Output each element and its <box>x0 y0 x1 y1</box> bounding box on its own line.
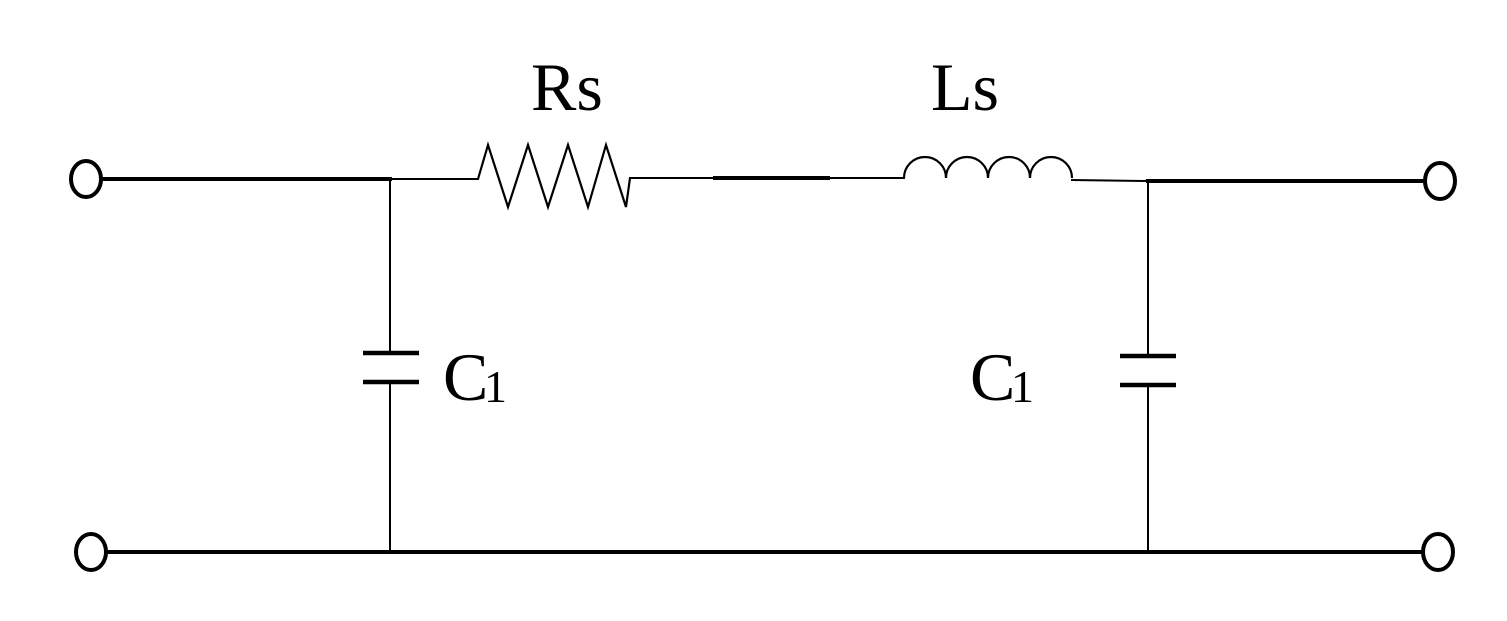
label-ls: Ls <box>931 49 999 125</box>
terminal-top-right <box>1423 161 1457 201</box>
capacitor-left <box>363 350 419 385</box>
label-rs: Rs <box>531 49 603 125</box>
capacitor-right <box>1120 353 1176 388</box>
label-c1-left-letter: C <box>443 339 488 415</box>
inductor-ls <box>902 155 1074 179</box>
resistor-rs <box>476 141 632 211</box>
label-c1-right-letter: C <box>970 339 1015 415</box>
terminal-bottom-right <box>1421 532 1455 572</box>
label-c1-left-subscript: 1 <box>484 361 507 412</box>
terminal-top-left <box>69 159 103 199</box>
terminal-bottom-left <box>74 532 108 572</box>
wire-inductor-to-node <box>1070 178 1150 183</box>
label-c1-right-subscript: 1 <box>1011 361 1034 412</box>
